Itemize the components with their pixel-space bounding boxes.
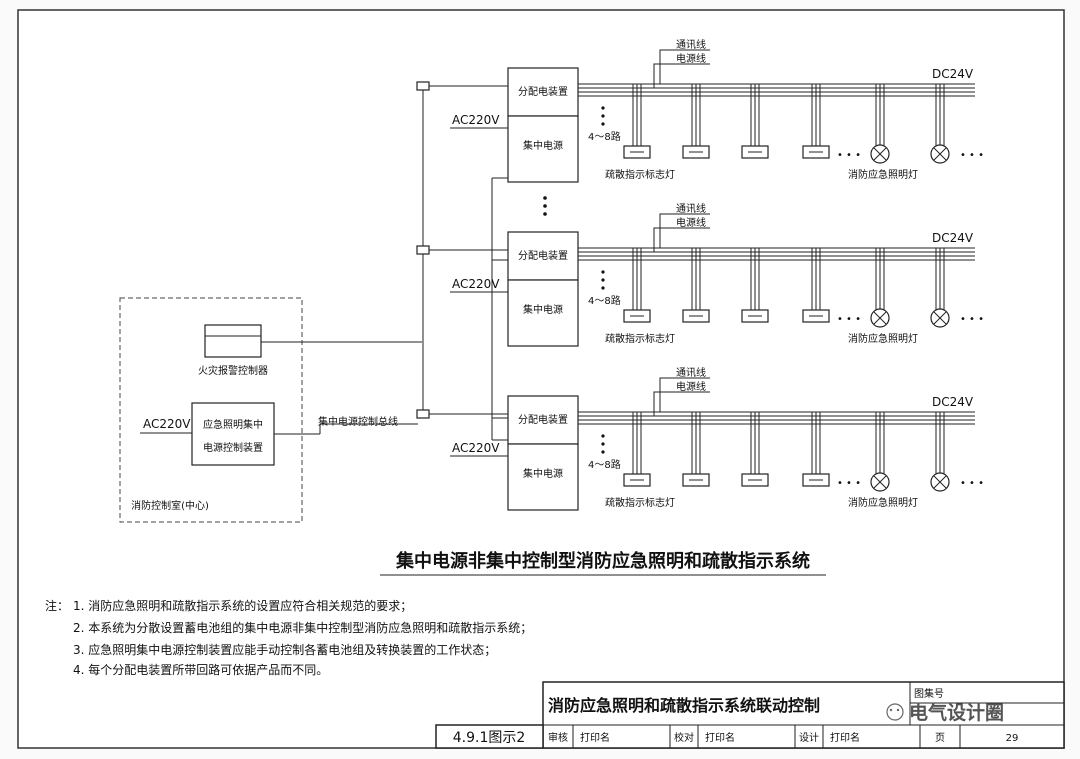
comm-line-leader [659,213,710,248]
loops-label: 4～8路 [588,458,621,471]
title-block: 消防应急照明和疏散指示系统联动控制 图集号 4.9.1图示2 审核 打印名 校对… [435,681,1065,749]
design-label: 设计 [799,731,819,744]
drawing-title: 消防应急照明和疏散指示系统联动控制 [548,696,820,715]
figure-number: 4.9.1图示2 [453,730,526,746]
loops-label: 4～8路 [588,130,621,143]
page-number: 29 [1006,733,1019,744]
device-ellipsis-2: • • • [960,478,984,489]
distribution-box [507,67,579,117]
note-3: 3. 应急照明集中电源控制装置应能手动控制各蓄电池组及转换装置的工作状态； [73,642,496,657]
dc-label: DC24V [932,395,974,409]
indicator-label: 疏散指示标志灯 [605,496,675,509]
comm-line-label: 通讯线 [676,38,706,51]
note-2: 2. 本系统为分散设置蓄电池组的集中电源非集中控制型消防应急照明和疏散指示系统； [73,620,532,635]
control-room-label: 消防控制室(中心) [131,499,209,512]
central-device-label-line1: 应急照明集中 [203,418,263,431]
distribution-label: 分配电装置 [518,85,568,98]
power-supply-box [507,443,579,511]
fire-alarm-controller-box [204,324,262,358]
review-label: 审核 [548,731,568,744]
device-ellipsis-1: • • • [837,150,861,161]
central-device-label-line2: 电源控制装置 [203,441,263,454]
fire-alarm-label: 火灾报警控制器 [198,364,268,377]
notes-prefix: 注： [45,598,69,613]
watermark-text: 电气设计圈 [909,701,1004,724]
comm-line-leader [659,49,710,84]
ac-input-label: AC220V [452,277,500,291]
diagram-title: 集中电源非集中控制型消防应急照明和疏散指示系统 [395,550,810,572]
comm-line-label: 通讯线 [676,366,706,379]
review-name: 打印名 [580,731,610,744]
comm-line-leader [659,377,710,412]
comm-line-label: 通讯线 [676,202,706,215]
bus-junction [416,245,430,255]
watermark: 电气设计圈 [886,701,1004,724]
distribution-box [507,395,579,445]
lamp-label: 消防应急照明灯 [848,332,918,345]
subsystem-ellipsis [543,196,547,216]
central-control-device-box [191,402,275,466]
power-supply-label: 集中电源 [523,139,563,152]
distribution-label: 分配电装置 [518,249,568,262]
power-line-leader [653,391,710,416]
power-supply-box [507,279,579,347]
power-supply-box [507,115,579,183]
dc-label: DC24V [932,231,974,245]
device-ellipsis-2: • • • [960,314,984,325]
power-supply-label: 集中电源 [523,303,563,316]
indicator-label: 疏散指示标志灯 [605,168,675,181]
control-room-boundary [119,297,303,523]
lamp-label: 消防应急照明灯 [848,496,918,509]
check-name: 打印名 [705,731,735,744]
notes: 注： 1. 消防应急照明和疏散指示系统的设置应符合相关规范的要求； 2. 本系统… [45,598,532,677]
design-name: 打印名 [830,731,860,744]
power-line-label: 电源线 [676,380,706,393]
atlas-label: 图集号 [914,687,944,700]
bus-label: 集中电源控制总线 [318,415,398,428]
control-room: 火灾报警控制器 应急照明集中 电源控制装置 AC220V 消防控制室(中心) [119,297,303,523]
bus-junction [416,409,430,419]
indicator-label: 疏散指示标志灯 [605,332,675,345]
control-ac-label: AC220V [143,417,191,431]
power-line-leader [653,227,710,252]
loops-label: 4～8路 [588,294,621,307]
power-line-label: 电源线 [676,216,706,229]
check-label: 校对 [674,731,694,744]
lamp-label: 消防应急照明灯 [848,168,918,181]
note-1: 1. 消防应急照明和疏散指示系统的设置应符合相关规范的要求； [73,598,412,613]
ac-input-label: AC220V [452,441,500,455]
distribution-box [507,231,579,281]
device-ellipsis-2: • • • [960,150,984,161]
bus-junction [416,81,430,91]
note-4: 4. 每个分配电装置所带回路可依据产品而不同。 [73,662,328,677]
device-ellipsis-1: • • • [837,478,861,489]
dc-label: DC24V [932,67,974,81]
power-line-label: 电源线 [676,52,706,65]
distribution-label: 分配电装置 [518,413,568,426]
power-supply-label: 集中电源 [523,467,563,480]
page-label: 页 [935,732,945,744]
power-line-leader [653,63,710,88]
wechat-icon [886,703,904,721]
ac-input-label: AC220V [452,113,500,127]
device-ellipsis-1: • • • [837,314,861,325]
